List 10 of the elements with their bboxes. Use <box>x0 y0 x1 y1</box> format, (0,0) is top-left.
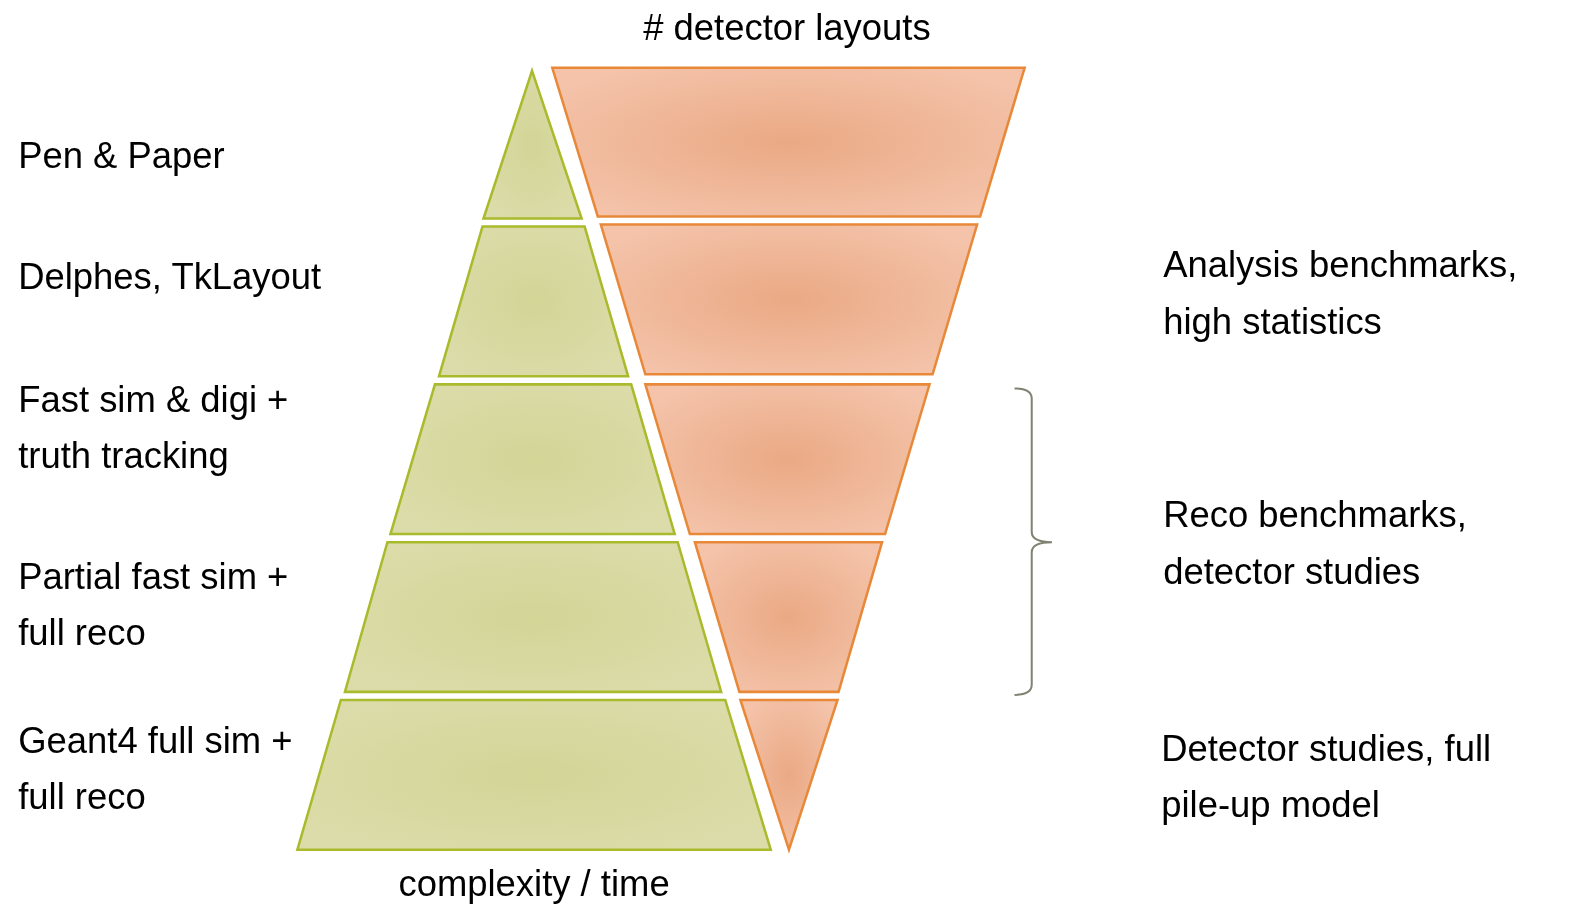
level-label: Partial fast sim + full reco <box>18 554 290 656</box>
axis-title: # detector layouts <box>642 6 932 51</box>
level-label: Fast sim & digi + truth tracking <box>18 377 290 479</box>
use-case-label: Reco benchmarks, detector studies <box>1163 492 1468 594</box>
level-label: Delphes, TkLayout <box>18 254 323 300</box>
axis-title: complexity / time <box>397 861 671 907</box>
level-label: Geant4 full sim + full reco <box>18 718 294 820</box>
use-case-label: Analysis benchmarks, high statistics <box>1163 242 1519 344</box>
use-case-label: Detector studies, full pile-up model <box>1161 726 1493 828</box>
level-label: Pen & Paper <box>18 133 226 178</box>
